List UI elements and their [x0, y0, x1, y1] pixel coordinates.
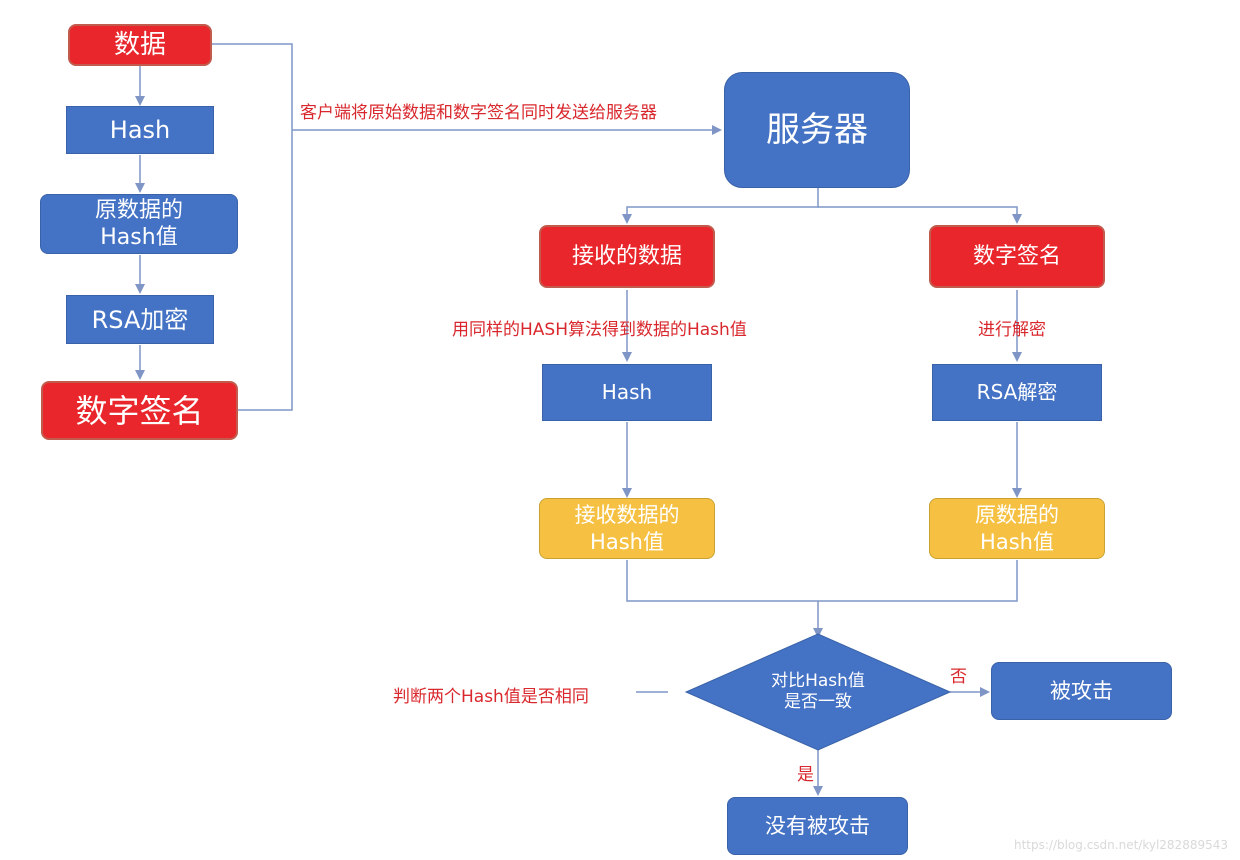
rsa-encrypt-box: RSA加密	[66, 295, 214, 344]
merge-connector	[626, 560, 1018, 602]
yes-label: 是	[797, 765, 814, 785]
data-box: 数据	[68, 24, 212, 66]
server-split-right	[818, 206, 1022, 224]
original-hash-box: 原数据的 Hash值	[40, 194, 238, 254]
server-box: 服务器	[724, 72, 910, 188]
server-split	[622, 188, 819, 224]
hash-method-label: 用同样的HASH算法得到数据的Hash值	[452, 320, 747, 340]
send-connector	[212, 43, 293, 411]
compare-note: 判断两个Hash值是否相同	[393, 687, 589, 707]
not-attacked-box: 没有被攻击	[727, 797, 908, 855]
rsa-decrypt-box: RSA解密	[932, 364, 1102, 421]
attacked-box: 被攻击	[991, 662, 1172, 720]
compare-diamond	[684, 633, 952, 751]
no-label: 否	[950, 667, 967, 687]
send-label: 客户端将原始数据和数字签名同时发送给服务器	[300, 103, 657, 123]
decrypt-label: 进行解密	[978, 320, 1046, 340]
hash-box: Hash	[66, 106, 214, 154]
received-hash-box: 接收数据的 Hash值	[539, 498, 715, 559]
signature-box-2: 数字签名	[929, 225, 1105, 288]
compare-label: 对比Hash值 是否一致	[771, 670, 865, 712]
signature-box: 数字签名	[41, 381, 238, 440]
received-data-box: 接收的数据	[539, 225, 715, 288]
watermark: https://blog.csdn.net/kyl282889543	[1013, 838, 1228, 852]
original-hash-box-2: 原数据的 Hash值	[929, 498, 1105, 559]
hash-box-2: Hash	[542, 364, 712, 421]
